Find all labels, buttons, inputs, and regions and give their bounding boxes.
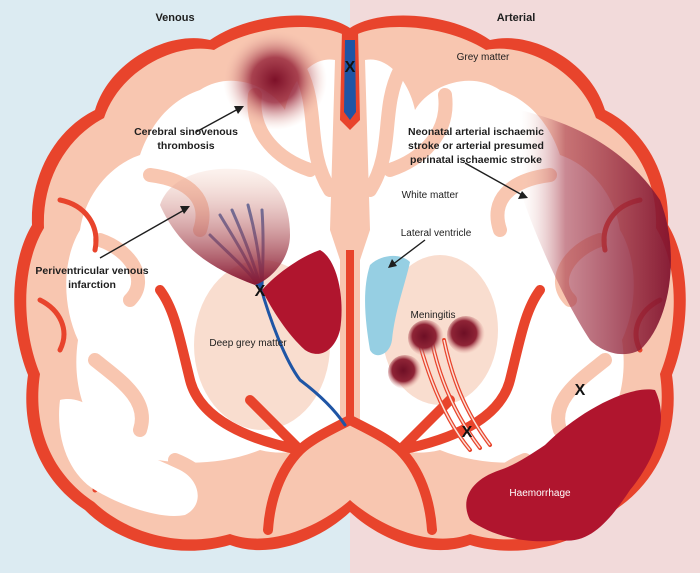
venous-infarct (262, 250, 342, 354)
label-nais-line1: Neonatal arterial ischaemic (408, 126, 544, 138)
label-pvi-line2: infarction (68, 279, 116, 291)
lateral-ventricle (365, 255, 410, 356)
occlusion-mark-mca: X (462, 424, 473, 441)
label-lateral-ventricle: Lateral ventricle (401, 228, 472, 239)
mca-branches-inner (419, 339, 491, 451)
label-meningitis: Meningitis (410, 310, 455, 321)
occlusion-mark-sinus: X (345, 59, 356, 76)
side-label-venous: Venous (155, 12, 194, 24)
occlusion-mark-vein: X (255, 283, 266, 300)
label-deep-grey-matter: Deep grey matter (209, 338, 287, 349)
label-white-matter: White matter (402, 190, 459, 201)
side-label-arterial: Arterial (497, 12, 536, 24)
meningitis-abscess-2 (447, 316, 485, 354)
occlusion-mark-cortical: X (575, 382, 586, 399)
nais-lesion (520, 110, 671, 355)
meningitis-abscess-1 (408, 320, 444, 356)
label-haemorrhage: Haemorrhage (509, 488, 571, 499)
label-grey-matter: Grey matter (457, 52, 510, 63)
haemorrhage (466, 389, 661, 542)
pvi-lesion (160, 168, 290, 285)
label-csvt-line1: Cerebral sinovenous (134, 126, 238, 138)
label-pvi-line1: Periventricular venous (35, 265, 148, 277)
temporal-white-left (59, 399, 198, 516)
csvt-lesion (223, 30, 327, 130)
superior-sagittal-sinus (344, 40, 356, 120)
arteries (155, 285, 545, 535)
pointer-arrows (99, 106, 528, 268)
label-nais-line3: perinatal ischaemic stroke (410, 154, 542, 166)
label-nais-line2: stroke or arterial presumed (408, 140, 544, 152)
label-csvt-line2: thrombosis (157, 140, 214, 152)
meningitis-abscess-3 (388, 355, 422, 389)
